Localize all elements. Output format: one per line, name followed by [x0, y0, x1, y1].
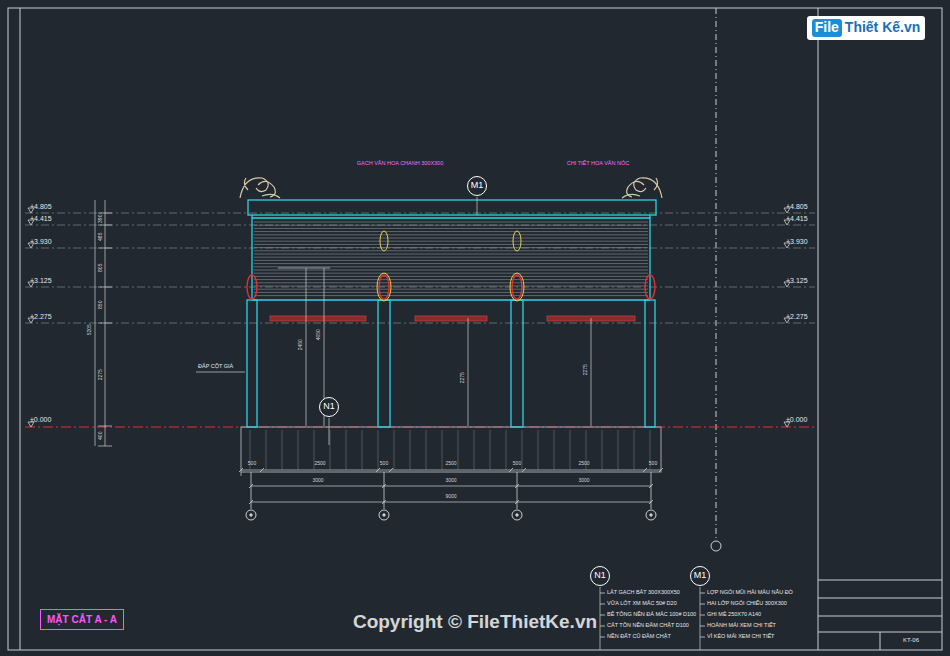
- dimension-value: 500: [649, 461, 657, 467]
- dimension-value: 3000: [312, 478, 323, 484]
- dimension-value: 805: [98, 263, 104, 271]
- dimension-value: 500: [513, 461, 521, 467]
- dimension-value: 2275: [98, 369, 104, 380]
- callout-note: ĐẮP CỘT GIẢ: [198, 363, 233, 369]
- dimension-value: 500: [380, 461, 388, 467]
- elevation-mark: +2.275: [30, 313, 52, 321]
- callout-circle: M1: [690, 566, 711, 587]
- elevation-mark: +3.930: [30, 238, 52, 246]
- callout-number: M1: [471, 181, 484, 191]
- elevation-mark: +4.415: [30, 215, 52, 223]
- logo-text: File: [812, 19, 842, 36]
- layer-note: VỮA LÓT XM MÁC 50# D20: [607, 600, 677, 606]
- layer-note: GHI MÈ 250X70 A140: [707, 611, 761, 617]
- logo-badge: FileThiết Kế.vn: [807, 16, 926, 39]
- elevation-mark: +4.415: [786, 215, 808, 223]
- layer-note: LỢP NGÓI MŨI HÀI MÀU NÂU ĐỎ: [707, 589, 793, 595]
- elevation-mark: +3.125: [786, 277, 808, 285]
- callout-circle: N1: [590, 566, 610, 586]
- elevation-mark: +3.125: [30, 277, 52, 285]
- layer-note: HOÀNH MÁI XEM CHI TIẾT: [707, 622, 776, 628]
- callout-number: N1: [323, 402, 335, 412]
- sheet-number: KT-06: [903, 637, 919, 644]
- dimension-value: 850: [98, 301, 104, 309]
- material-note: GẠCH VÂN HOA CHANH 300X300: [357, 160, 444, 166]
- callout-circle: N1: [319, 397, 339, 417]
- layer-note: CÁT TÔN NỀN ĐẦM CHẶT D100: [607, 622, 689, 628]
- elevation-mark: +2.275: [786, 313, 808, 321]
- dimension-value: 485: [98, 232, 104, 240]
- dimension-value: 2500: [578, 461, 589, 467]
- callout-number: N1: [594, 571, 606, 581]
- dimension-value: 500: [248, 461, 256, 467]
- dimension-value: 2275: [460, 372, 466, 383]
- elevation-mark: +3.930: [786, 238, 808, 246]
- elevation-mark: +4.805: [786, 203, 808, 211]
- dimension-value: 9000: [445, 494, 456, 500]
- watermark: Copyright © FileThietKe.vn: [353, 612, 597, 633]
- dimension-value: 2500: [445, 461, 456, 467]
- dimension-value: 2500: [314, 461, 325, 467]
- layer-note: BÊ TÔNG NỀN ĐÁ MÁC 100# D100: [607, 611, 696, 617]
- elevation-mark: +4.805: [30, 203, 52, 211]
- title-box: MẶT CẮT A - A: [40, 609, 124, 630]
- material-note: CHI TIẾT HOA VĂN NÓC: [567, 160, 629, 166]
- drawing-title: MẶT CẮT A - A: [47, 614, 117, 625]
- callout-number: M1: [694, 571, 707, 581]
- layer-note: LÁT GẠCH BÁT 300X300X50: [607, 589, 680, 595]
- dimension-value: 2275: [583, 364, 589, 375]
- dimension-value: 400: [98, 432, 104, 440]
- layer-note: NỀN ĐẤT CŨ ĐẦM CHẶT: [607, 633, 671, 639]
- callout-circle: M1: [467, 176, 488, 197]
- dimension-value: 390: [98, 215, 104, 223]
- dimension-value: 2450: [298, 339, 304, 350]
- dimension-value: 3000: [578, 478, 589, 484]
- logo-text: Thiết Kế.vn: [845, 20, 920, 35]
- elevation-mark: ±0.000: [30, 416, 51, 424]
- layer-note: HAI LỚP NGÓI CHIẾU 300X300: [707, 600, 787, 606]
- layer-note: VÌ KÈO MÁI XEM CHI TIẾT: [707, 633, 774, 639]
- dimension-value: 4050: [316, 329, 322, 340]
- dimension-value: 3000: [445, 478, 456, 484]
- dimension-value: 5205: [87, 324, 93, 335]
- elevation-mark: ±0.000: [786, 416, 807, 424]
